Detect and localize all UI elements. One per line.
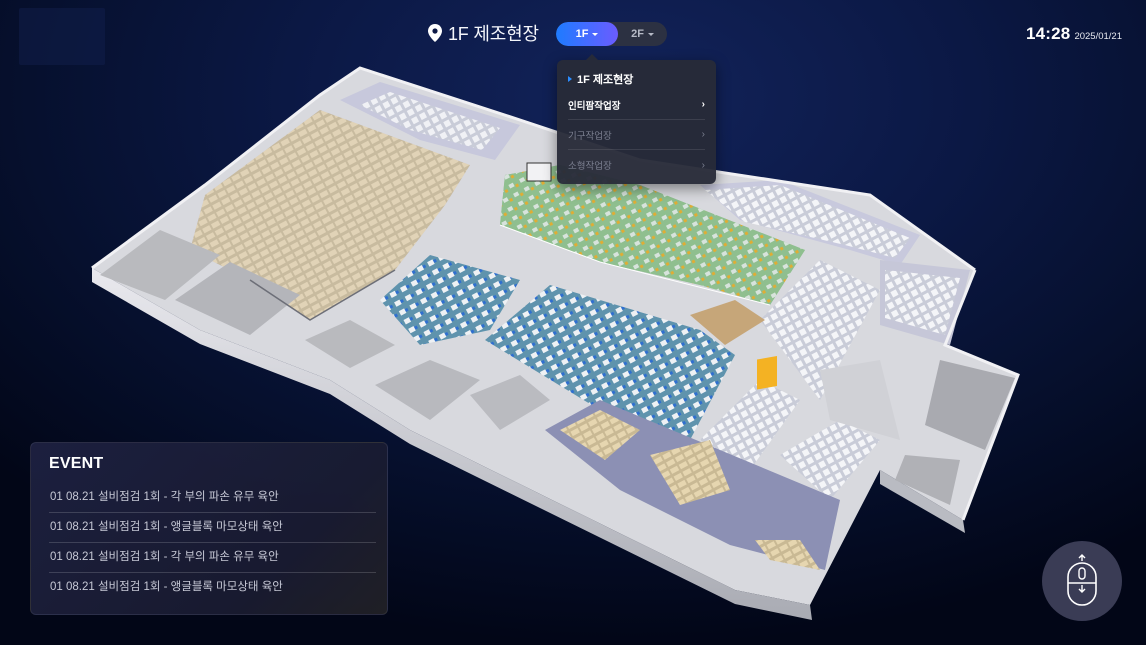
event-item[interactable]: 01 08.21 설비점검 1회 - 각 부의 파손 유무 육안 xyxy=(49,483,376,513)
dropdown-item-label: 소형작업장 xyxy=(568,161,612,172)
floor-toggle: 1F 2F xyxy=(556,22,667,46)
dropdown-item-instrument[interactable]: 기구작업장 › xyxy=(568,120,705,150)
floor-button-1f[interactable]: 1F xyxy=(556,22,618,46)
dropdown-heading-text: 1F 제조현장 xyxy=(577,74,634,86)
event-item[interactable]: 01 08.21 설비점검 1회 - 각 부의 파손 유무 육안 xyxy=(49,543,376,573)
chevron-right-icon: › xyxy=(701,159,705,171)
clock: 14:28 2025/01/21 xyxy=(1026,24,1122,44)
clock-time: 14:28 xyxy=(1025,24,1071,43)
caret-down-icon xyxy=(647,32,654,36)
logo-placeholder xyxy=(19,8,105,65)
event-panel-title: EVENT xyxy=(49,455,104,472)
dropdown-item-small[interactable]: 소형작업장 › xyxy=(568,150,705,180)
chevron-right-icon: › xyxy=(701,99,705,110)
workshop-dropdown: 1F 제조현장 인티팜작업장 › 기구작업장 › 소형작업장 › xyxy=(557,54,716,184)
event-list: 01 08.21 설비점검 1회 - 각 부의 파손 유무 육안 01 08.2… xyxy=(49,483,376,603)
map-pin-icon xyxy=(428,24,442,42)
dropdown-heading: 1F 제조현장 xyxy=(568,68,705,90)
chevron-right-icon: › xyxy=(701,129,705,140)
location-title: 1F 제조현장 xyxy=(428,20,539,46)
event-item[interactable]: 01 08.21 설비점검 1회 - 앵글블록 마모상태 육안 xyxy=(49,513,376,543)
dropdown-item-label: 기구작업장 xyxy=(568,130,612,142)
triangle-right-icon xyxy=(568,76,572,82)
event-panel: EVENT 01 08.21 설비점검 1회 - 각 부의 파손 유무 육안 0… xyxy=(30,442,388,615)
clock-date: 2025/01/21 xyxy=(1074,31,1122,42)
floor-button-2f-label: 2F xyxy=(631,28,644,40)
mouse-navigation-hint[interactable] xyxy=(1042,541,1122,621)
caret-down-icon xyxy=(592,32,599,36)
mouse-scroll-icon xyxy=(1067,554,1097,606)
location-title-text: 1F 제조현장 xyxy=(448,24,539,44)
floor-button-1f-label: 1F xyxy=(575,28,589,40)
floor-button-2f[interactable]: 2F xyxy=(618,22,667,46)
dropdown-item-label: 인티팜작업장 xyxy=(568,100,621,112)
dropdown-item-intipharm[interactable]: 인티팜작업장 › xyxy=(568,90,705,120)
event-item[interactable]: 01 08.21 설비점검 1회 - 앵글블록 마모상태 육안 xyxy=(50,581,283,593)
